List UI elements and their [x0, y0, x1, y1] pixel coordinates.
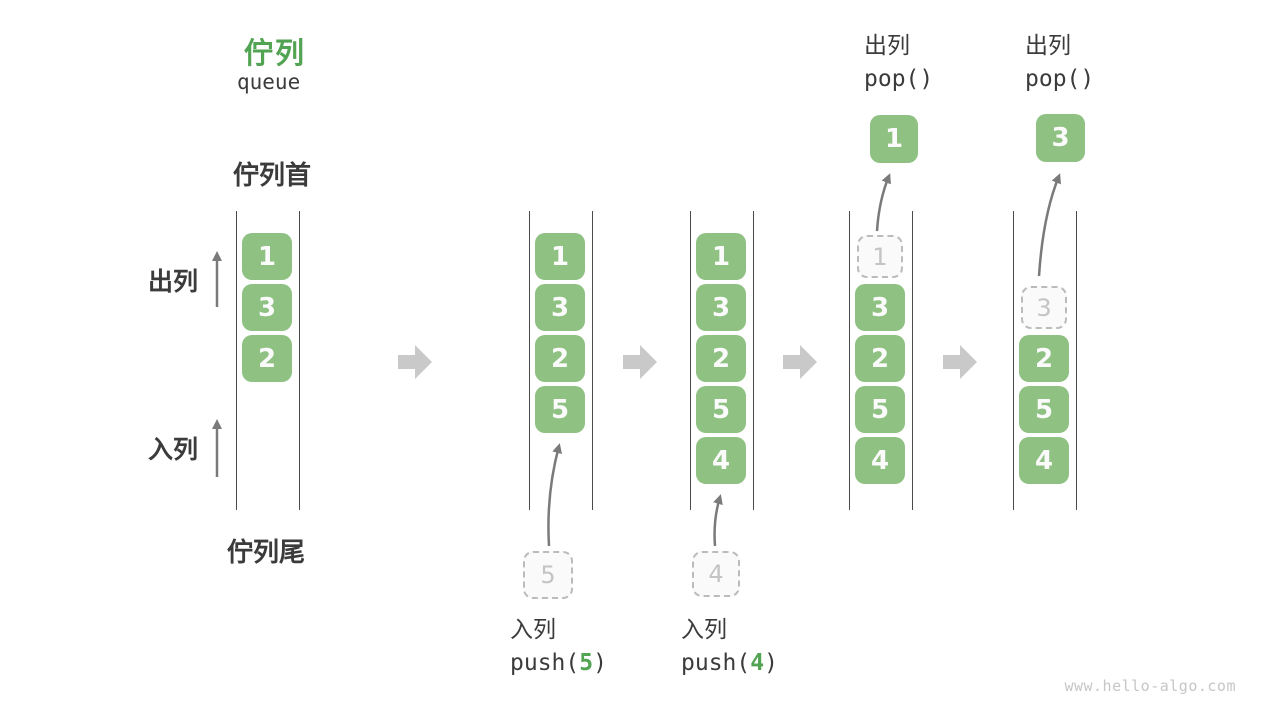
queue-rear-label: 佇列尾 — [227, 537, 306, 567]
pending-enqueue-box: 4 — [692, 551, 740, 597]
dequeue-side-label: 出列 — [148, 268, 199, 296]
enqueue-op-title: 入列 — [681, 616, 727, 642]
queue-front-label: 佇列首 — [233, 160, 312, 190]
dequeue-operation-label-2: 出列 pop() — [1025, 32, 1094, 92]
code-pre: pop() — [1025, 66, 1095, 92]
code-pre: push( — [510, 650, 580, 676]
code-post: ) — [593, 650, 607, 676]
diagram-title-en: queue — [237, 70, 301, 94]
queue-cell: 2 — [1019, 335, 1069, 382]
code-post: ) — [764, 650, 778, 676]
queue-cell: 5 — [1019, 386, 1069, 433]
queue-cell: 2 — [242, 335, 292, 382]
enqueue-side-label: 入列 — [148, 436, 199, 464]
queue-cell: 3 — [696, 284, 746, 331]
code-arg: 4 — [750, 650, 765, 676]
code-pre: pop() — [864, 66, 934, 92]
dequeue-operation-label-1: 出列 pop() — [864, 32, 933, 92]
code-pre: push( — [681, 650, 751, 676]
queue-cell-removed: 3 — [1021, 286, 1067, 329]
dequeue-op-code: pop() — [864, 66, 933, 92]
popped-value-box: 3 — [1036, 114, 1085, 162]
queue-cell: 2 — [855, 335, 905, 382]
queue-cell: 4 — [855, 437, 905, 484]
watermark: www.hello-algo.com — [1064, 677, 1236, 695]
enqueue-op-title: 入列 — [510, 616, 556, 642]
queue-cell: 4 — [696, 437, 746, 484]
queue-cell: 2 — [696, 335, 746, 382]
queue-cell: 1 — [535, 233, 585, 280]
queue-cell: 4 — [1019, 437, 1069, 484]
dequeue-op-title: 出列 — [864, 32, 910, 58]
enqueue-operation-label-1: 入列 push(5) — [510, 616, 607, 676]
dequeue-op-code: pop() — [1025, 66, 1094, 92]
queue-cell: 5 — [535, 386, 585, 433]
queue-cell: 2 — [535, 335, 585, 382]
queue-cell: 3 — [242, 284, 292, 331]
enqueue-operation-label-2: 入列 push(4) — [681, 616, 778, 676]
queue-cell: 5 — [855, 386, 905, 433]
popped-value-box: 1 — [870, 115, 918, 163]
enqueue-op-code: push(4) — [681, 650, 778, 676]
queue-cell: 3 — [855, 284, 905, 331]
state-transition-arrow — [783, 345, 817, 379]
queue-cell: 5 — [696, 386, 746, 433]
queue-cell-removed: 1 — [857, 235, 903, 278]
state-transition-arrow — [623, 345, 657, 379]
dequeue-op-title: 出列 — [1025, 32, 1071, 58]
diagram-title-zh: 佇列 — [244, 38, 307, 70]
queue-cell: 3 — [535, 284, 585, 331]
enqueue-op-code: push(5) — [510, 650, 607, 676]
pending-enqueue-box: 5 — [523, 551, 573, 599]
queue-cell: 1 — [242, 233, 292, 280]
state-transition-arrow — [943, 345, 977, 379]
code-arg: 5 — [579, 650, 594, 676]
queue-cell: 1 — [696, 233, 746, 280]
state-transition-arrow — [398, 345, 432, 379]
